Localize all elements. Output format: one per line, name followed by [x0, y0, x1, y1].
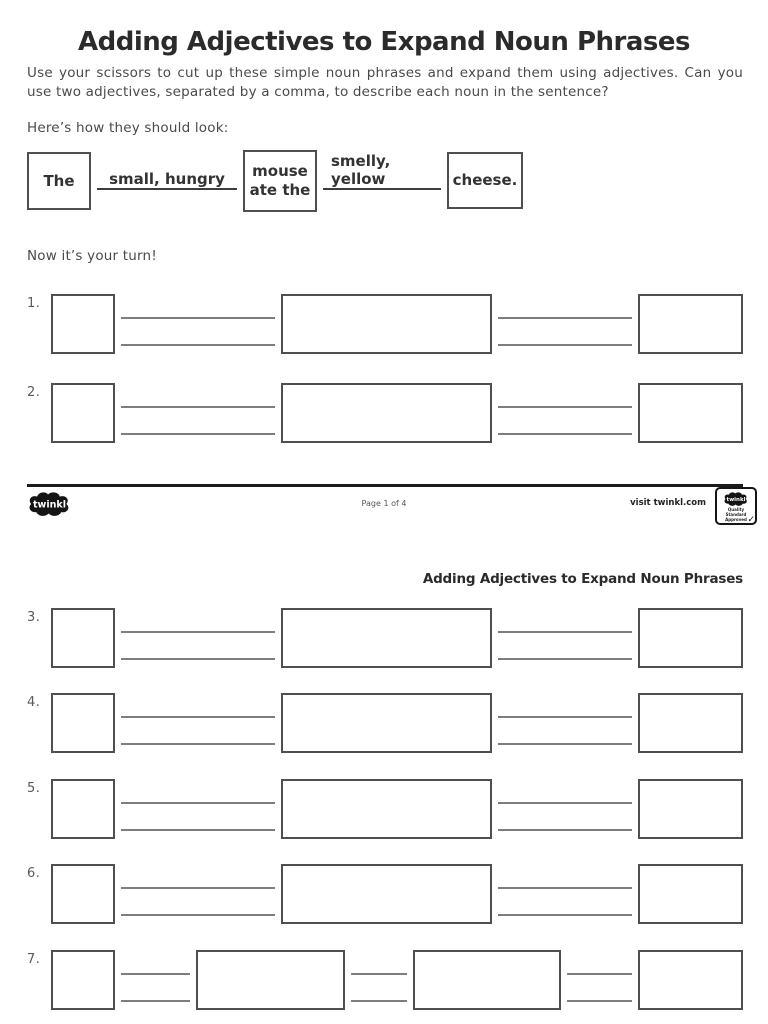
- badge-text-line2: Approved: [725, 517, 747, 522]
- example-middle-line1: mouse: [252, 162, 308, 180]
- example-box-determiner: The: [27, 152, 91, 210]
- item-number: 6.: [27, 866, 41, 881]
- noun-phrase-box: [51, 864, 115, 924]
- example-heading: Here’s how they should look:: [27, 120, 229, 136]
- svg-text:twinkl: twinkl: [33, 500, 66, 511]
- adjective-write-lines: [345, 950, 414, 1010]
- example-box-ending: cheese.: [447, 152, 523, 209]
- adjective-write-lines: [115, 950, 196, 1010]
- item-number: 2.: [27, 385, 41, 400]
- item-number: 1.: [27, 296, 41, 311]
- noun-phrase-box: [280, 608, 492, 668]
- adjective-write-lines: [115, 383, 281, 443]
- badge-check-icon: ✓: [747, 515, 755, 525]
- page-title: Adding Adjectives to Expand Noun Phrases: [78, 27, 691, 57]
- twinkl-cloud-icon: twinkl: [29, 492, 69, 516]
- visit-twinkl-link: visit twinkl.com: [630, 498, 706, 508]
- example-sentence-strip: The small, hungry mouse ate the smelly, …: [27, 150, 523, 212]
- example-box-middle: mouse ate the: [243, 150, 317, 212]
- noun-phrase-box: [280, 294, 492, 354]
- svg-text:twinkl: twinkl: [727, 497, 746, 503]
- adjective-write-lines: [115, 608, 281, 668]
- noun-phrase-box: [51, 294, 115, 354]
- example-adjectives-2-text: smelly, yellow: [331, 152, 391, 188]
- noun-phrase-box: [638, 294, 743, 354]
- twinkl-logo: twinkl: [26, 490, 73, 522]
- example-adjective-blank-2: smelly, yellow: [323, 152, 441, 190]
- adjective-write-lines: [561, 950, 638, 1010]
- cut-row-4: 4.: [27, 693, 743, 753]
- noun-phrase-box: [638, 779, 743, 839]
- adjective-write-lines: [492, 383, 638, 443]
- cut-row-3: 3.: [27, 608, 743, 668]
- noun-phrase-box: [195, 950, 345, 1010]
- noun-phrase-box: [638, 693, 743, 753]
- item-number: 4.: [27, 695, 41, 710]
- turn-heading: Now it’s your turn!: [27, 248, 157, 264]
- cut-row-2: 2.: [27, 383, 743, 443]
- noun-phrase-box: [638, 608, 743, 668]
- adjective-write-lines: [492, 608, 638, 668]
- cut-row-6: 6.: [27, 864, 743, 924]
- badge-text-line1: Quality Standard: [725, 507, 747, 517]
- instructions-text: Use your scissors to cut up these simple…: [27, 65, 743, 100]
- badge-twinkl-cloud-icon: twinkl: [724, 492, 747, 506]
- cut-row-7: 7.: [27, 950, 743, 1010]
- noun-phrase-box: [280, 864, 492, 924]
- item-number: 7.: [27, 952, 41, 967]
- adjective-write-lines: [115, 864, 281, 924]
- noun-phrase-box: [51, 779, 115, 839]
- example-middle-line2: ate the: [249, 181, 311, 199]
- example-ending-text: cheese.: [452, 171, 518, 189]
- noun-phrase-box: [280, 383, 492, 443]
- example-determiner-text: The: [43, 171, 75, 190]
- adjective-write-lines: [115, 294, 281, 354]
- noun-phrase-box: [51, 693, 115, 753]
- noun-phrase-box: [638, 950, 743, 1010]
- page-number-label: Page 1 of 4: [361, 499, 407, 508]
- noun-phrase-box: [51, 608, 115, 668]
- noun-phrase-box: [51, 950, 115, 1010]
- noun-phrase-box: [280, 779, 492, 839]
- adjective-write-lines: [492, 779, 638, 839]
- item-number: 3.: [27, 610, 41, 625]
- adjective-write-lines: [115, 693, 281, 753]
- noun-phrase-box: [638, 383, 743, 443]
- noun-phrase-box: [638, 864, 743, 924]
- adjective-write-lines: [115, 779, 281, 839]
- adjective-write-lines: [492, 864, 638, 924]
- adjective-write-lines: [492, 294, 638, 354]
- cut-row-5: 5.: [27, 779, 743, 839]
- noun-phrase-box: [51, 383, 115, 443]
- cut-row-1: 1.: [27, 294, 743, 354]
- example-adjective-blank-1: small, hungry: [97, 152, 237, 190]
- adjective-write-lines: [492, 693, 638, 753]
- page2-header-title: Adding Adjectives to Expand Noun Phrases: [422, 571, 743, 587]
- item-number: 5.: [27, 781, 41, 796]
- footer-divider: [27, 484, 743, 487]
- noun-phrase-box: [280, 693, 492, 753]
- example-adjectives-1-text: small, hungry: [109, 170, 225, 188]
- noun-phrase-box: [413, 950, 562, 1010]
- quality-approved-badge: twinkl Quality Standard Approved ✓: [715, 487, 757, 525]
